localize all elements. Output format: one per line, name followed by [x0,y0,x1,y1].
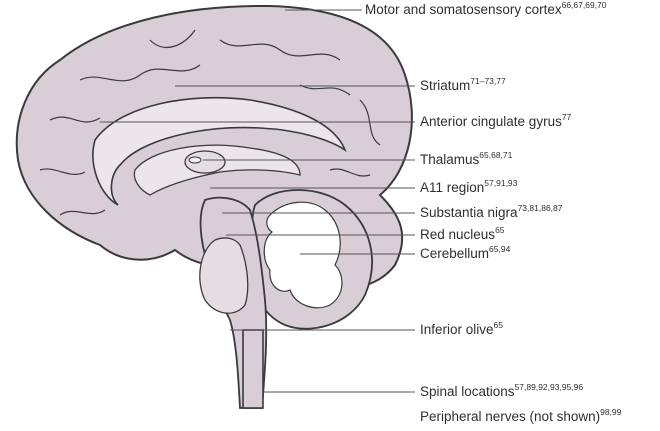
label-text: Cerebellum [420,246,490,261]
label-striatum: Striatum71–73,77 [420,75,506,94]
label-refs: 65 [493,319,504,330]
label-text: A11 region [420,180,485,195]
label-refs: 57,91,93 [484,177,518,188]
label-text: Motor and somatosensory cortex [365,2,562,17]
label-spinal-locations: Spinal locations57,89,92,93,95,96 [420,381,584,400]
label-thalamus: Thalamus65,68,71 [420,149,513,168]
label-text: Striatum [420,78,471,93]
label-refs: 98,99 [600,406,622,417]
label-substantia-nigra: Substantia nigra73,81,86,87 [420,202,563,221]
label-text: Peripheral nerves (not shown) [420,409,601,424]
thalamus-inner [188,156,202,164]
leader-lines [100,9,415,393]
label-refs: 73,81,86,87 [517,202,563,213]
cortex-gyri [39,29,381,216]
label-anterior-cingulate: Anterior cingulate gyrus77 [420,111,572,130]
label-refs: 65,68,71 [479,149,513,160]
label-cerebellum: Cerebellum65,94 [420,243,511,262]
label-refs: 57,89,92,93,95,96 [514,381,584,392]
label-refs: 66,67,69,70 [561,0,607,10]
label-text: Spinal locations [420,384,515,399]
label-refs: 65,94 [489,243,511,254]
pons-shape [199,237,249,314]
spinal-cord [242,329,264,409]
label-motor-cortex: Motor and somatosensory cortex66,67,69,7… [365,0,607,18]
label-text: Anterior cingulate gyrus [420,114,562,129]
label-refs: 65 [495,224,505,235]
label-inferior-olive: Inferior olive65 [420,319,504,338]
label-refs: 71–73,77 [470,75,506,86]
label-refs: 77 [561,111,572,122]
label-text: Inferior olive [420,322,494,337]
corpus-callosum [92,96,347,206]
label-a11-region: A11 region57,91,93 [420,177,518,196]
label-text: Substantia nigra [420,205,518,220]
label-text: Red nucleus [420,227,496,242]
label-red-nucleus: Red nucleus65 [420,224,505,243]
label-peripheral-nerves: Peripheral nerves (not shown)98,99 [420,406,622,425]
cerebellum-arbor [263,201,343,309]
label-text: Thalamus [420,152,480,167]
